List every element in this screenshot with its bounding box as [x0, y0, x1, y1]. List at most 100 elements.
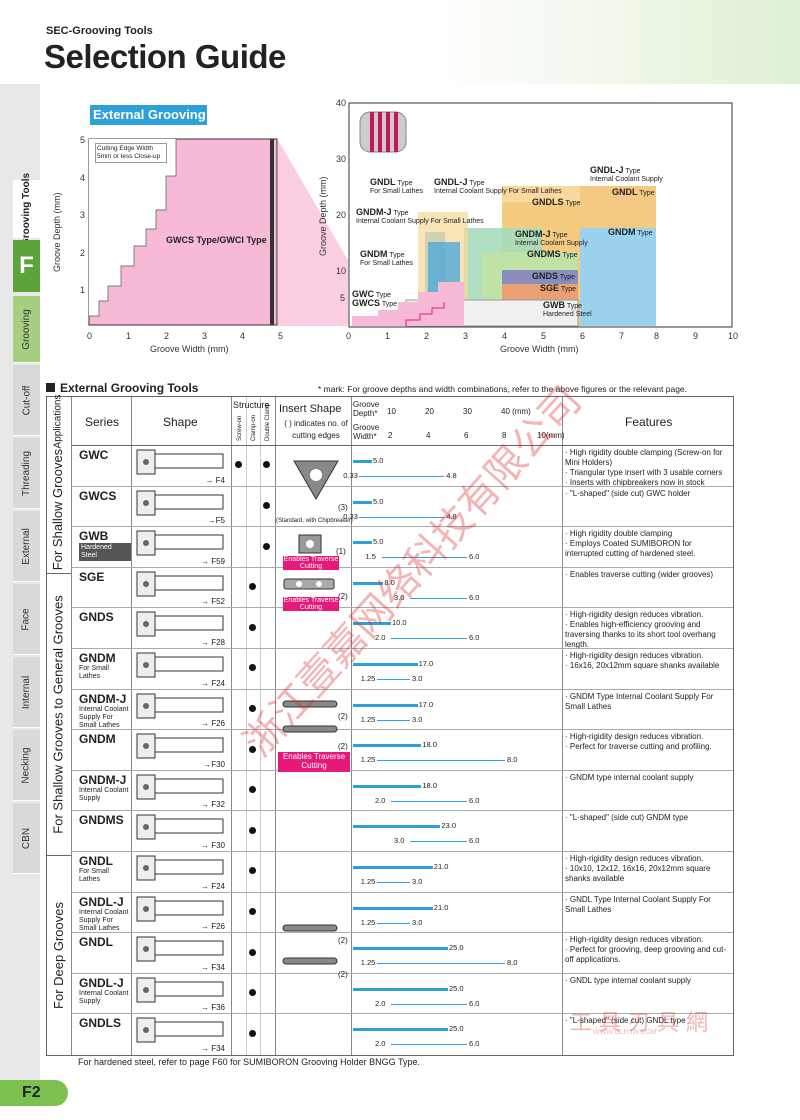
- tab-cut-off[interactable]: Cut-off: [13, 365, 40, 436]
- page-ref-link[interactable]: → F30: [200, 840, 225, 850]
- left-chart-label: GWCS Type/GWCI Type: [166, 235, 267, 245]
- depth-value: 21.0: [433, 862, 449, 871]
- depth-value: 18.0: [422, 780, 437, 790]
- width-range-bar: [376, 922, 410, 924]
- feature-line: · Enables traverse cutting (wider groove…: [565, 569, 714, 579]
- depth-tick: 10: [387, 407, 396, 416]
- page-ref-link[interactable]: → F4: [205, 475, 225, 485]
- holder-shape: → F4: [133, 445, 229, 486]
- series-cell: GNDLS: [79, 1016, 131, 1030]
- tab-cbn[interactable]: CBN: [13, 803, 40, 874]
- structure-dot: [249, 583, 256, 591]
- holder-shape: → F26: [133, 892, 229, 933]
- tab-threading[interactable]: Threading: [13, 438, 40, 509]
- section-square-icon: [46, 383, 55, 392]
- page-ref-link[interactable]: → F34: [200, 962, 225, 972]
- holder-shape: → F28: [133, 607, 229, 648]
- page-ref-link[interactable]: →F30: [203, 759, 225, 769]
- depth-value: 8.0: [384, 577, 395, 587]
- width-range-bar: [376, 719, 410, 721]
- page-ref-link[interactable]: → F36: [200, 1003, 225, 1013]
- gndm-small-insert-icon-2: [282, 725, 338, 733]
- page-ref-link[interactable]: → F26: [200, 719, 225, 729]
- page-ref-link[interactable]: → F24: [200, 881, 225, 891]
- tab-external[interactable]: External: [13, 511, 40, 582]
- series-name: GNDL-J: [79, 975, 124, 990]
- right-ytick: 40: [336, 98, 347, 108]
- width-min-value: 2.0: [375, 795, 386, 805]
- gwb-stairs: [405, 302, 445, 326]
- page-ref-link[interactable]: → F34: [200, 1043, 225, 1053]
- series-cell: GNDS: [79, 610, 131, 624]
- holder-shape: → F24: [133, 851, 229, 892]
- page-ref-link[interactable]: → F52: [200, 597, 225, 607]
- width-max-value: 3.0: [412, 674, 423, 683]
- width-max-value: 6.0: [469, 795, 480, 805]
- page-ref-link[interactable]: → F24: [200, 678, 225, 688]
- page-ref-link[interactable]: → F59: [200, 556, 225, 566]
- page-ref-link[interactable]: → F26: [200, 922, 225, 932]
- holder-shape: → F26: [133, 689, 229, 730]
- row-divider: [71, 1013, 733, 1015]
- width-range-bar: [376, 679, 410, 680]
- left-chart-xlabel: Groove Width (mm): [150, 344, 229, 354]
- tab-face[interactable]: Face: [13, 584, 40, 655]
- width-max-value: 8.0: [507, 958, 518, 968]
- depth-bar: [353, 460, 372, 463]
- tab-F[interactable]: F: [13, 240, 40, 292]
- series-header: Series: [85, 415, 120, 429]
- series-sub: Internal Coolant Supply For Small Lathes: [79, 908, 129, 932]
- width-range-bar: [376, 760, 505, 762]
- label-gwcs: GWCS Type: [352, 298, 398, 309]
- width-max-value: 3.0: [412, 714, 423, 724]
- structure-dot: [249, 948, 256, 956]
- series-name: GNDM-J: [79, 691, 127, 706]
- width-range-bar: [391, 1044, 467, 1046]
- feature-line: · Triangular type insert with 3 usable c…: [565, 468, 723, 477]
- feature-line: · Enables high-efficiency grooving and t…: [565, 620, 716, 650]
- structure-dot: [249, 826, 256, 834]
- width-min-value: 0.33: [343, 471, 358, 480]
- row-divider: [71, 607, 733, 609]
- left-xtick: 0: [87, 331, 93, 341]
- sge-insert-icon: [283, 578, 335, 590]
- tab-grooving[interactable]: Grooving: [13, 296, 40, 363]
- page-ref-link[interactable]: → F32: [200, 800, 225, 810]
- features-cell: · High-rigidity design reduces vibration…: [565, 935, 731, 965]
- groove-width-header: Groove Width*: [353, 423, 380, 441]
- right-ytick: 20: [336, 210, 347, 220]
- gndl-insert-icon: [282, 924, 338, 932]
- tab-necking[interactable]: Necking: [13, 730, 40, 801]
- depth-value: 18.0: [422, 740, 437, 750]
- series-name: GWB: [79, 529, 109, 544]
- col-divider: [246, 397, 247, 1055]
- width-range-bar: [410, 597, 467, 599]
- depth-value: 5.0: [373, 496, 384, 506]
- row-divider: [71, 972, 733, 974]
- right-xtick: 3: [463, 331, 469, 341]
- width-range-bar: [359, 516, 445, 518]
- depth-value: 17.0: [418, 659, 434, 668]
- tab-grooving-label: Grooving: [21, 308, 33, 350]
- left-ytick: 1: [80, 285, 86, 295]
- series-cell: GNDMS: [79, 813, 131, 827]
- left-xtick: 5: [278, 331, 284, 341]
- depth-bar: [353, 500, 372, 504]
- right-chart: [348, 102, 733, 328]
- page-title: Selection Guide: [44, 38, 286, 75]
- feature-line: · "L-shaped" (side cut) GNDM type: [565, 813, 689, 823]
- page-ref-link[interactable]: →F5: [207, 516, 225, 526]
- page-ref-link[interactable]: → F28: [200, 637, 225, 647]
- tab-threading-label: Threading: [21, 450, 32, 496]
- tab-grooving-tools[interactable]: Grooving Tools: [13, 172, 40, 246]
- features-cell: · GNDM Type Internal Coolant Supply For …: [565, 692, 731, 712]
- structure-dot: [235, 461, 242, 469]
- depth-value: 10.0: [392, 618, 407, 628]
- structure-dot: [249, 907, 256, 915]
- depth-value: 17.0: [418, 699, 434, 709]
- tab-internal[interactable]: Internal: [13, 657, 40, 728]
- right-xtick: 0: [346, 331, 352, 341]
